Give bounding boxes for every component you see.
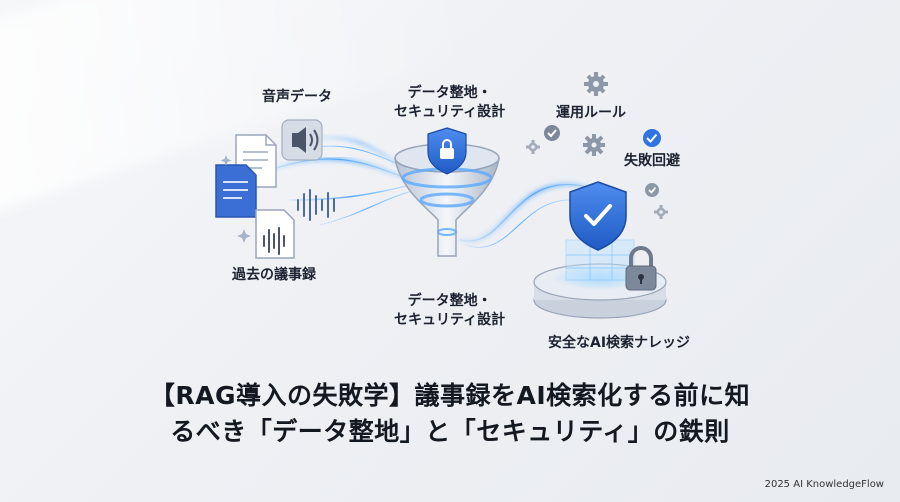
credit-text: 2025 AI KnowledgeFlow xyxy=(764,479,884,490)
check-icon xyxy=(643,129,661,147)
label-data-prep-bottom: データ整地・ セキュリティ設計 xyxy=(394,292,505,330)
title-line-2: るべき「データ整地」と「セキュリティ」の鉄則 xyxy=(170,417,730,446)
label-line: データ整地・ xyxy=(407,293,492,309)
document-icon xyxy=(255,209,295,259)
page-title: 【RAG導入の失敗学】議事録をAI検索化する前に知 るべき「データ整地」と「セキ… xyxy=(0,378,900,450)
sparkle-icon xyxy=(220,155,251,243)
gear-icon xyxy=(583,134,605,156)
check-icon xyxy=(645,183,659,197)
shield-lock-icon xyxy=(569,181,627,251)
illustration xyxy=(215,72,668,319)
shield-lock-icon xyxy=(427,127,467,175)
label-failure-avoidance: 失敗回避 xyxy=(624,153,680,169)
label-audio-data: 音声データ xyxy=(262,89,332,105)
audio-icon xyxy=(281,119,323,161)
document-icon xyxy=(215,164,257,218)
label-line: セキュリティ設計 xyxy=(394,312,506,328)
label-safe-ai-knowledge: 安全なAI検索ナレッジ xyxy=(548,335,691,351)
label-past-minutes: 過去の議事録 xyxy=(232,267,316,283)
gear-icon xyxy=(584,72,608,96)
waveform-icon xyxy=(297,189,335,221)
label-line: セキュリティ設計 xyxy=(394,104,506,120)
label-line: データ整地・ xyxy=(407,85,492,101)
title-line-1: 【RAG導入の失敗学】議事録をAI検索化する前に知 xyxy=(149,381,751,410)
check-icon xyxy=(544,125,560,141)
label-operation-rules: 運用ルール xyxy=(556,105,626,121)
gear-icon xyxy=(526,140,540,154)
label-data-prep-top: データ整地・ セキュリティ設計 xyxy=(394,84,505,122)
gear-icon xyxy=(654,205,668,219)
padlock-icon xyxy=(625,246,657,291)
